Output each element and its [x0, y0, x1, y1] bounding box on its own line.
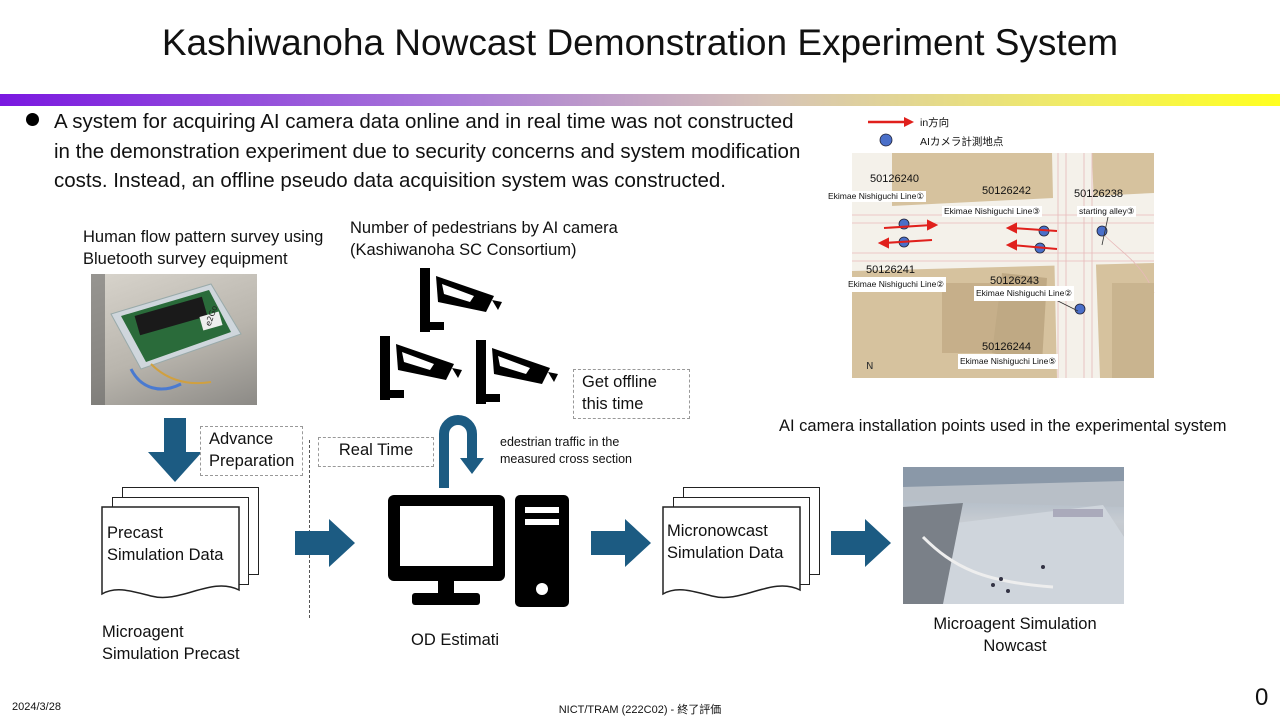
precast-document-icon [101, 506, 240, 599]
precast-doc-label: Precast Simulation Data [107, 524, 224, 564]
cctv-camera-icon-1 [420, 268, 502, 332]
cctv-camera-icon-3 [476, 340, 558, 404]
map-id-50126243: 50126243 [990, 275, 1039, 287]
bullet-dot [26, 113, 39, 126]
north-indicator-label: N [866, 361, 873, 372]
down-arrow-icon [148, 418, 202, 482]
right-arrow-icon-3 [831, 519, 891, 567]
cctv-cameras-group [380, 268, 558, 404]
simulation-render-graphic [903, 467, 1124, 604]
map-label-line3: Ekimae Nishiguchi Line③ [942, 206, 1042, 217]
cctv-camera-icon-2 [380, 336, 462, 400]
camera-location-map: N 50126240 50126242 50126238 50126241 50… [826, 153, 1155, 378]
map-label-line2b: Ekimae Nishiguchi Line② [974, 286, 1074, 301]
legend-camera-point-icon [879, 133, 893, 147]
map-id-50126240: 50126240 [870, 173, 919, 185]
page-number: 0 [1255, 684, 1269, 711]
phase-divider-line [309, 440, 310, 618]
map-label-line1: Ekimae Nishiguchi Line① [826, 191, 926, 202]
bluetooth-device-image: e2Go [91, 274, 242, 405]
map-label-alley: starting alley③ [1077, 206, 1137, 217]
bluetooth-device-photo: e2Go [91, 274, 257, 405]
legend-symbols [868, 117, 914, 147]
right-arrow-icon-2 [591, 519, 651, 567]
map-caption: AI camera installation points used in th… [779, 417, 1227, 435]
od-estimation-caption: OD Estimati [411, 631, 500, 649]
bluetooth-survey-label: Human flow pattern survey using Bluetoot… [83, 228, 324, 268]
page-title: Kashiwanoha Nowcast Demonstration Experi… [161, 22, 1119, 63]
bullet-text: A system for acquiring AI camera data on… [54, 110, 801, 192]
legend-point-label: AIカメラ計測地点 [920, 136, 1004, 148]
precast-caption: Microagent Simulation Precast [102, 623, 240, 663]
micronowcast-doc-label: Micronowcast Simulation Data [667, 522, 784, 562]
map-label-line5: Ekimae Nishiguchi Line⑤ [958, 354, 1058, 369]
computer-icon [388, 495, 569, 607]
legend-direction-label: in方向 [920, 117, 950, 129]
advance-preparation-box: Advance Preparation [200, 426, 303, 476]
nowcast-caption: Microagent Simulation Nowcast [933, 615, 1097, 655]
micronowcast-document-icon [662, 506, 801, 599]
ai-camera-label: Number of pedestrians by AI camera (Kash… [350, 219, 618, 259]
get-offline-box: Get offline this time [573, 369, 690, 419]
footer-center: NICT/TRAM (222C02) - 終了評価 [558, 704, 722, 716]
map-id-50126238: 50126238 [1074, 188, 1123, 200]
simulation-render-image [903, 467, 1124, 604]
map-id-50126244: 50126244 [982, 341, 1031, 353]
u-turn-arrow-icon [439, 415, 484, 488]
footer-date: 2024/3/28 [12, 701, 61, 713]
right-arrow-icon-1 [295, 519, 355, 567]
pedestrian-traffic-label: edestrian traffic in the measured cross … [500, 435, 633, 466]
real-time-box: Real Time [318, 437, 434, 467]
map-id-50126242: 50126242 [982, 185, 1031, 197]
title-gradient-bar [0, 94, 1280, 106]
map-id-50126241: 50126241 [866, 264, 915, 276]
map-label-line2a: Ekimae Nishiguchi Line② [846, 277, 946, 292]
